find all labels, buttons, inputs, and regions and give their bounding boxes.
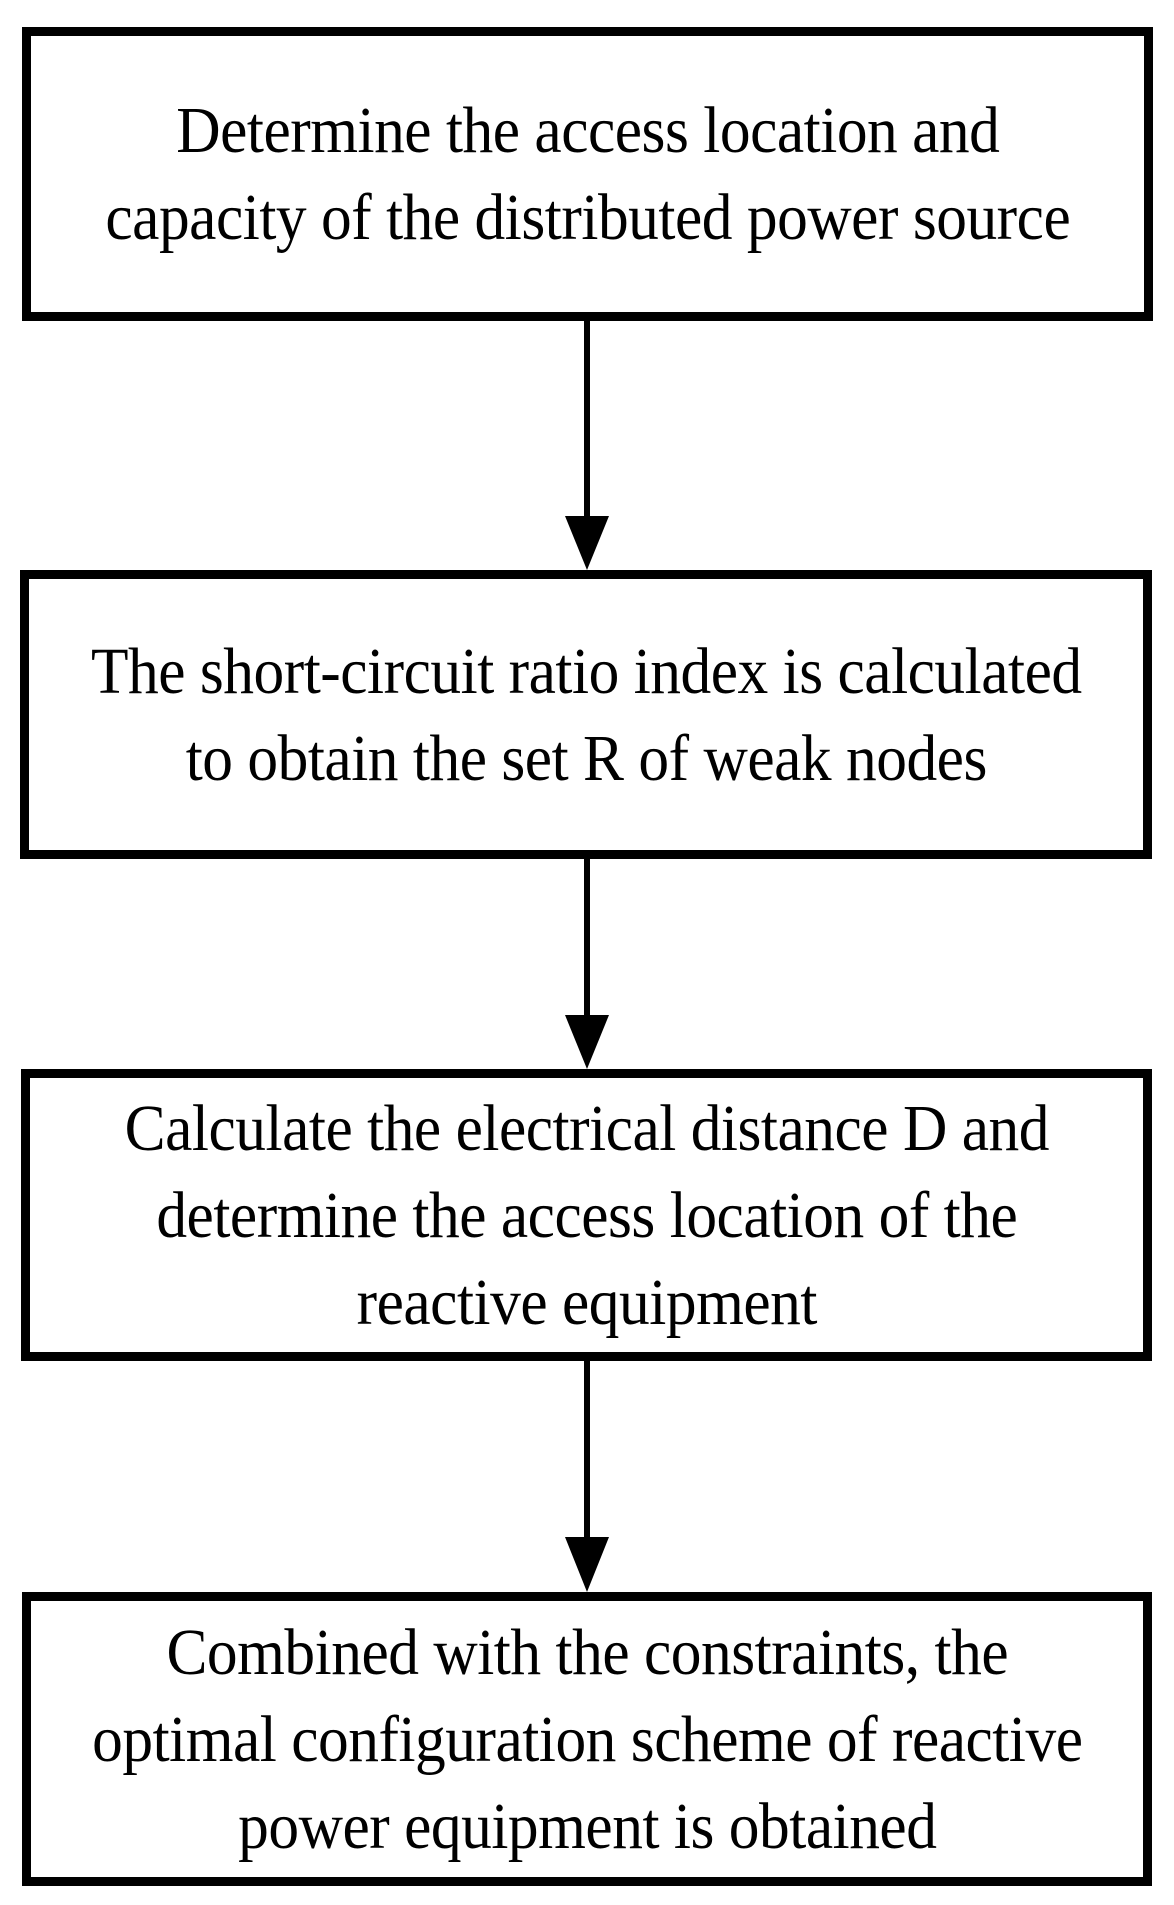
flowchart-node-step2[interactable]: The short-circuit ratio index is calcula… [20,570,1152,859]
flowchart-node-step1-label: Determine the access location and capaci… [105,94,1070,254]
arrow-head-down-icon [565,1537,609,1592]
flowchart-node-step4-label: Combined with the constraints, the optim… [91,1615,1083,1863]
arrow-step1-to-step2 [565,321,609,570]
arrow-step2-to-step3 [565,859,609,1069]
flowchart-node-step3-label: Calculate the electrical distance D and … [124,1091,1049,1339]
flowchart-node-step1[interactable]: Determine the access location and capaci… [22,27,1153,321]
flowchart-node-step2-label: The short-circuit ratio index is calcula… [90,634,1082,795]
arrow-head-down-icon [565,1015,609,1069]
arrow-step3-to-step4 [565,1361,609,1592]
flowchart-node-step3[interactable]: Calculate the electrical distance D and … [21,1069,1152,1361]
flowchart-node-step4[interactable]: Combined with the constraints, the optim… [22,1592,1152,1886]
arrow-head-down-icon [565,516,609,570]
